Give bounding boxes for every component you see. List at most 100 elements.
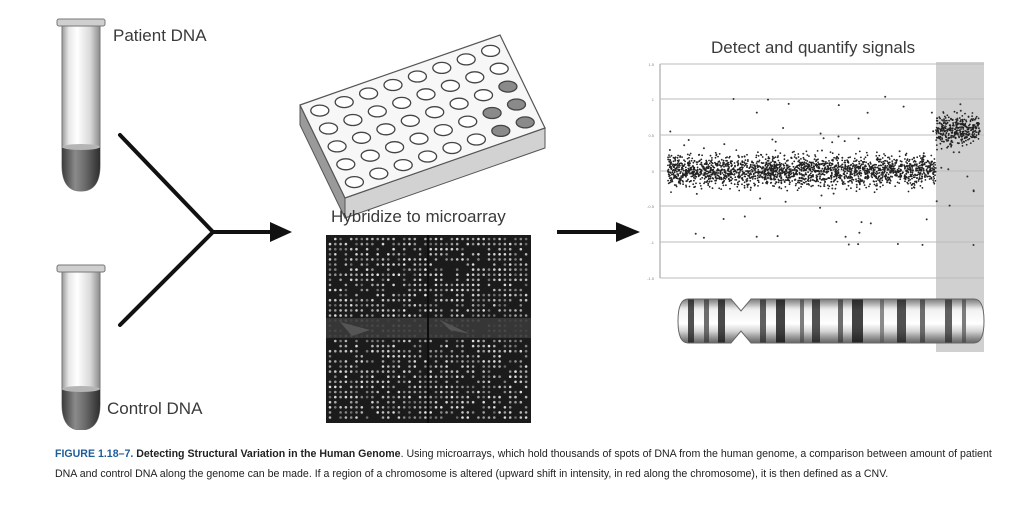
- array-spot: [376, 293, 380, 297]
- plot-point: [764, 163, 767, 166]
- plot-point: [978, 129, 981, 132]
- plot-point: [927, 172, 930, 174]
- plot-point: [695, 192, 698, 195]
- array-spot: [392, 349, 395, 353]
- plot-point: [808, 165, 811, 168]
- plot-point: [843, 140, 846, 143]
- array-spot: [445, 298, 448, 302]
- plot-point: [749, 177, 752, 180]
- plot-point: [688, 164, 691, 167]
- array-spot: [371, 268, 374, 271]
- array-spot: [455, 400, 459, 404]
- plot-point: [683, 163, 686, 166]
- plot-point: [896, 174, 898, 177]
- array-spot: [524, 344, 528, 348]
- array-spot: [328, 365, 332, 368]
- array-spot: [392, 411, 395, 414]
- plot-point: [905, 161, 907, 163]
- array-spot: [397, 253, 401, 256]
- plot-point: [957, 133, 959, 136]
- array-spot: [328, 247, 332, 251]
- plot-point: [908, 166, 911, 169]
- array-spot: [355, 385, 358, 389]
- plot-point: [953, 132, 956, 135]
- array-spot: [455, 309, 459, 312]
- array-spot: [376, 253, 380, 256]
- array-spot: [349, 406, 353, 409]
- array-spot: [424, 400, 427, 404]
- array-spot: [487, 242, 491, 246]
- hybridize-label: Hybridize to microarray: [331, 207, 506, 226]
- plot-point: [685, 170, 688, 172]
- array-spot: [487, 253, 491, 256]
- plot-point: [968, 123, 971, 126]
- plot-point: [837, 164, 840, 166]
- plot-point: [865, 169, 868, 172]
- plot-point: [761, 176, 764, 178]
- array-spot: [434, 242, 438, 246]
- plot-point: [773, 170, 776, 173]
- array-spot: [334, 268, 337, 271]
- array-spot: [387, 395, 390, 399]
- array-spot: [344, 395, 348, 399]
- plot-point: [966, 126, 969, 129]
- array-spot: [397, 293, 401, 297]
- plot-point: [876, 157, 879, 159]
- array-spot: [413, 242, 417, 246]
- plot-point: [960, 128, 962, 130]
- array-spot: [408, 390, 411, 394]
- plot-point: [881, 176, 884, 178]
- array-spot: [402, 406, 406, 409]
- plot-point: [857, 177, 860, 180]
- plot-point: [694, 175, 696, 178]
- well: [425, 106, 445, 119]
- plot-point: [973, 133, 976, 135]
- array-spot: [455, 380, 459, 384]
- plot-point: [955, 124, 958, 126]
- plot-point: [853, 172, 856, 175]
- plot-point: [839, 177, 842, 180]
- plot-point: [926, 175, 929, 178]
- array-spot: [392, 314, 395, 317]
- plot-point: [720, 166, 722, 168]
- array-spot: [355, 360, 358, 363]
- well: [489, 62, 509, 75]
- plot-point: [746, 153, 748, 156]
- array-spot: [434, 406, 438, 409]
- plot-point: [841, 180, 844, 182]
- plot-point: [857, 168, 860, 170]
- array-spot: [408, 416, 411, 419]
- plot-point: [975, 131, 978, 134]
- plot-point: [891, 175, 894, 178]
- plot-point: [774, 167, 776, 170]
- plot-point: [787, 171, 789, 174]
- plot-point: [866, 111, 869, 114]
- plot-point: [759, 197, 762, 200]
- plot-point: [750, 168, 753, 171]
- plot-point: [779, 164, 782, 167]
- array-spot: [339, 385, 342, 389]
- plot-point: [683, 159, 685, 162]
- plot-point: [765, 173, 767, 176]
- plot-point: [756, 179, 759, 182]
- plot-point: [691, 171, 694, 174]
- array-spot: [381, 416, 385, 419]
- plot-point: [681, 172, 684, 175]
- array-spot: [450, 390, 454, 394]
- plot-point: [913, 186, 916, 189]
- array-spot: [466, 273, 470, 277]
- array-spot: [387, 385, 390, 389]
- array-spot: [493, 288, 496, 292]
- plot-point: [670, 154, 673, 157]
- plot-point: [938, 121, 941, 124]
- array-spot: [524, 395, 528, 399]
- array-spot: [498, 258, 501, 261]
- plot-point: [688, 154, 691, 157]
- plot-point: [812, 161, 814, 164]
- plot-point: [840, 165, 842, 167]
- well: [409, 132, 429, 145]
- plot-point: [729, 170, 732, 173]
- y-tick-label: -1.5: [647, 276, 655, 281]
- plot-point: [941, 129, 944, 132]
- plot-point: [903, 177, 906, 180]
